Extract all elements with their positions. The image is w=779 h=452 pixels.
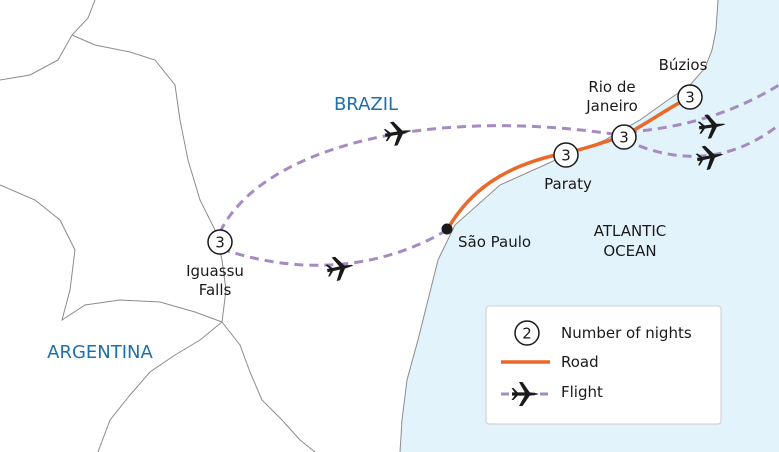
night-marker-rio: 3 (611, 124, 637, 150)
nights-count: 3 (215, 234, 225, 252)
border-line-4 (221, 321, 316, 452)
airplane-icon (324, 253, 356, 283)
ocean-label-line1: ATLANTIC (594, 222, 667, 240)
place-label-buzios: Búzios (659, 56, 708, 74)
night-marker-paraty: 3 (553, 142, 579, 168)
place-label-rio-line1: Rio de (588, 78, 635, 96)
flight-routes (218, 83, 779, 267)
night-marker-buzios: 3 (677, 84, 703, 110)
legend-nights-label: Number of nights (561, 324, 692, 342)
country-label-argentina: ARGENTINA (47, 342, 153, 363)
country-label-brazil: BRAZIL (334, 94, 398, 115)
place-label-rio-line2: Janeiro (585, 97, 638, 115)
airplane-icon (382, 118, 414, 148)
flight-route-rio-east-upper (627, 83, 779, 134)
flight-route-saopaulo-iguassu (224, 228, 448, 267)
nights-count: 3 (685, 89, 695, 107)
legend-flight-label: Flight (561, 383, 603, 401)
border-line-3 (71, 34, 227, 452)
nights-count: 3 (619, 129, 629, 147)
legend-road-label: Road (561, 353, 599, 371)
place-label-sao-paulo: São Paulo (458, 233, 531, 251)
stop-dot-sao-paulo (441, 223, 453, 235)
border-line-1 (0, 0, 96, 81)
night-marker-iguassu: 3 (207, 229, 233, 255)
legend-nights-sample: 2 (522, 325, 532, 343)
flight-route-iguassu-rio (218, 124, 621, 233)
nights-count: 3 (561, 147, 571, 165)
place-label-paraty: Paraty (544, 175, 592, 193)
place-label-iguassu-line1: Iguassu (186, 262, 244, 280)
border-line-2 (0, 184, 223, 323)
ocean-label-line2: OCEAN (603, 242, 656, 260)
legend: 2 Number of nights Road Flight (485, 305, 722, 425)
place-label-iguassu-line2: Falls (199, 281, 232, 299)
legend-nights-circle (514, 320, 540, 346)
road-route (445, 95, 692, 232)
